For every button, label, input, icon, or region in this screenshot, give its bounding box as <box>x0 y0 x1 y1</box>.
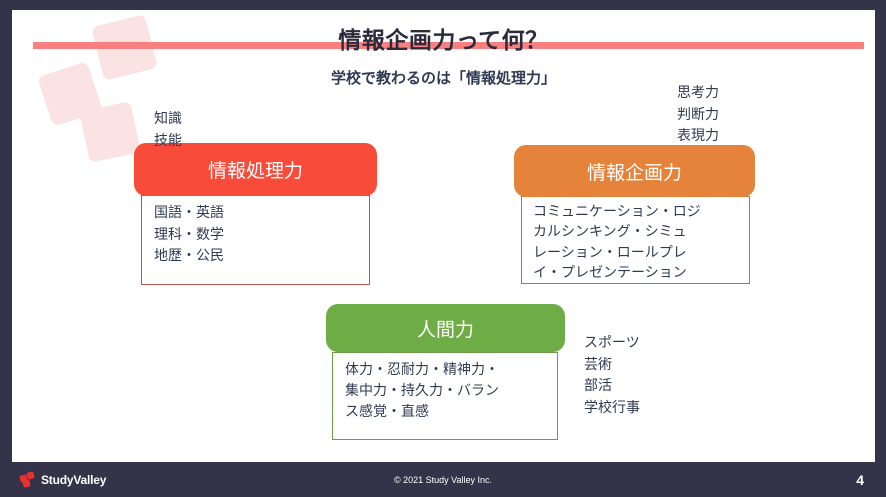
annotation-right: 思考力 判断力 表現力 <box>677 82 719 147</box>
card-joho-shori-body: 国語・英語 理科・数学 地歴・公民 <box>141 195 370 285</box>
annotation-left-item: 技能 <box>154 131 182 148</box>
annotation-left-item: 知識 <box>154 110 182 126</box>
card-line: イ・プレゼンテーション <box>533 263 687 280</box>
annotation-bottom-item: スポーツ <box>584 334 640 350</box>
annotation-bottom-item: 学校行事 <box>584 399 640 416</box>
card-line: 体力・忍耐力・精神力・ <box>345 361 499 377</box>
card-ningen-body: 体力・忍耐力・精神力・ 集中力・持久力・バラン ス感覚・直感 <box>332 352 558 440</box>
annotation-bottom-item: 部活 <box>584 377 612 394</box>
annotation-bottom-item: 芸術 <box>584 355 612 372</box>
page-subtitle: 学校で教わるのは「情報処理力」 <box>330 70 556 87</box>
card-line: 理科・数学 <box>154 225 224 242</box>
annotation-right-item: 判断力 <box>677 105 719 122</box>
footer-bar: StudyValley © 2021 Study Valley Inc. 4 <box>0 462 886 497</box>
card-line: 国語・英語 <box>154 204 224 220</box>
card-ningen-heading: 人間力 <box>326 304 565 352</box>
card-joho-kikaku-heading: 情報企画力 <box>514 145 755 197</box>
page-number: 4 <box>856 471 864 488</box>
card-line: 地歴・公民 <box>154 247 224 264</box>
decorative-square-icon <box>79 101 141 163</box>
page-title: 情報企画力って何？ <box>338 27 549 53</box>
annotation-left: 知識 技能 <box>154 108 182 151</box>
card-line: レーション・ロールプレ <box>533 243 687 260</box>
card-line: ス感覚・直感 <box>345 403 429 419</box>
card-line: カルシンキング・シミュ <box>533 223 687 240</box>
card-joho-shori-heading: 情報処理力 <box>134 143 377 196</box>
slide-canvas: 情報企画力って何？ 学校で教わるのは「情報処理力」 知識 技能 思考力 判断力 … <box>12 10 875 462</box>
annotation-right-item: 思考力 <box>677 84 719 100</box>
brand-logo: StudyValley <box>19 471 107 488</box>
brand-name: StudyValley <box>41 472 107 487</box>
title-divider <box>33 42 864 49</box>
annotation-right-item: 表現力 <box>677 127 719 144</box>
copyright-text: © 2021 Study Valley Inc. <box>393 474 493 485</box>
card-line: 集中力・持久力・バラン <box>345 382 499 398</box>
annotation-bottom: スポーツ 芸術 部活 学校行事 <box>584 332 640 419</box>
card-line: コミュニケーション・ロジ <box>533 203 701 219</box>
card-joho-kikaku-body: コミュニケーション・ロジ カルシンキング・シミュ レーション・ロールプレ イ・プ… <box>521 196 750 284</box>
